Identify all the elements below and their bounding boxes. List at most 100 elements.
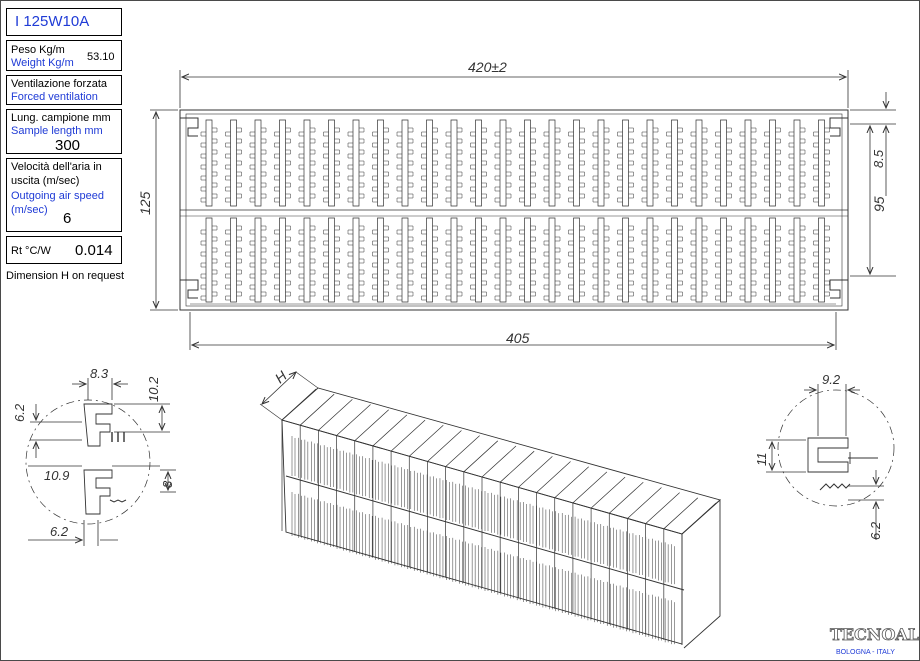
- iso-fin: [555, 511, 560, 612]
- fin-tooth: [568, 149, 585, 257]
- iso-fins: [291, 436, 675, 645]
- fin-tooth: [421, 149, 438, 257]
- fin-tooth: [347, 171, 365, 279]
- sample-length-value: 300: [55, 137, 81, 154]
- fin-tooth: [421, 193, 438, 301]
- fin-tooth: [568, 193, 585, 301]
- fin-tooth: [445, 160, 463, 268]
- fin-tooth: [617, 160, 634, 268]
- fin-tooth: [225, 171, 242, 279]
- fin-tooth: [715, 182, 732, 290]
- fin-tooth: [715, 127, 732, 235]
- profile-fin: [475, 119, 482, 303]
- fin-tooth: [592, 160, 610, 268]
- fin-tooth: [690, 193, 708, 301]
- iso-fin: [587, 520, 592, 621]
- front-profile-view: [179, 109, 849, 311]
- iso-rib: [318, 399, 353, 542]
- fin-tooth: [274, 171, 291, 279]
- fin-tooth: [641, 149, 659, 257]
- ventilation-box: Ventilazione forzata Forced ventilation: [6, 75, 122, 105]
- fin-tooth: [715, 149, 732, 257]
- fin-tooth: [372, 138, 389, 246]
- profile-fin: [622, 119, 629, 303]
- fin-tooth: [445, 193, 463, 301]
- fin-tooth: [298, 138, 316, 246]
- fin-tooth: [519, 171, 536, 279]
- fin-tooth: [347, 160, 365, 268]
- iso-fin: [484, 491, 489, 591]
- fin-tooth: [543, 182, 561, 290]
- profile-fins: [200, 119, 830, 303]
- iso-fin: [645, 536, 650, 637]
- fin-tooth: [519, 193, 536, 301]
- rt-value: 0.014: [75, 242, 113, 259]
- fin-tooth: [470, 160, 487, 268]
- right-top-slot: [829, 117, 848, 137]
- fin-tooth: [617, 149, 634, 257]
- iso-fin: [478, 489, 482, 590]
- fin-tooth: [568, 171, 585, 279]
- fin-tooth: [494, 171, 512, 279]
- fin-tooth: [470, 182, 487, 290]
- dim-label-6-2-right: 6.2: [868, 521, 883, 540]
- fin-tooth: [249, 127, 267, 235]
- profile-fin: [695, 119, 703, 303]
- fin-tooth: [543, 160, 561, 268]
- iso-fin: [497, 494, 502, 595]
- iso-fin: [510, 498, 514, 599]
- fin-tooth: [494, 193, 512, 301]
- fin-tooth: [225, 138, 242, 246]
- iso-fin: [362, 456, 367, 557]
- fin-tooth: [568, 127, 585, 235]
- left-detail-upper-shape: [83, 403, 113, 447]
- fin-tooth: [739, 160, 757, 268]
- fin-tooth: [323, 138, 340, 246]
- fin-tooth: [200, 149, 218, 257]
- weight-label-it: Peso Kg/m: [11, 44, 65, 56]
- air-speed-label-it-1: Velocità dell'aria in: [11, 161, 102, 173]
- fin-tooth: [445, 149, 463, 257]
- iso-rib: [390, 419, 426, 563]
- fin-tooth: [323, 171, 340, 279]
- iso-fin: [639, 535, 643, 635]
- fin-tooth: [764, 160, 781, 268]
- fin-tooth: [470, 127, 487, 235]
- fin-tooth: [323, 127, 340, 235]
- iso-fin: [516, 500, 521, 601]
- fin-tooth: [323, 193, 340, 301]
- profile-fin: [769, 119, 776, 303]
- fin-tooth: [396, 160, 414, 268]
- fin-tooth: [641, 182, 659, 290]
- fin-tooth: [274, 127, 291, 235]
- right-detail-circle: [777, 389, 895, 507]
- fin-tooth: [543, 138, 561, 246]
- iso-fin: [536, 505, 540, 606]
- fin-tooth: [690, 149, 708, 257]
- iso-fin: [561, 513, 566, 613]
- fin-tooth: [568, 138, 585, 246]
- fin-tooth: [543, 127, 561, 235]
- sample-length-label-it: Lung. campione mm: [11, 112, 111, 124]
- right-bottom-slot: [829, 279, 848, 299]
- fin-tooth: [788, 138, 806, 246]
- right-detail-view: [777, 389, 895, 507]
- fin-tooth: [372, 127, 389, 235]
- fin-tooth: [641, 127, 659, 235]
- fin-tooth: [298, 182, 316, 290]
- weight-box: Peso Kg/m Weight Kg/m 53.10: [6, 40, 122, 71]
- fin-tooth: [568, 160, 585, 268]
- fin-tooth: [274, 160, 291, 268]
- iso-fin: [529, 503, 534, 604]
- fin-tooth: [813, 182, 830, 290]
- fin-tooth: [372, 160, 389, 268]
- fin-tooth: [592, 127, 610, 235]
- fin-tooth: [200, 160, 218, 268]
- fin-tooth: [200, 138, 218, 246]
- fin-tooth: [421, 182, 438, 290]
- profile-fin: [646, 119, 654, 303]
- fin-tooth: [200, 182, 218, 290]
- fin-tooth: [470, 171, 487, 279]
- fin-tooth: [666, 149, 683, 257]
- fin-tooth: [568, 182, 585, 290]
